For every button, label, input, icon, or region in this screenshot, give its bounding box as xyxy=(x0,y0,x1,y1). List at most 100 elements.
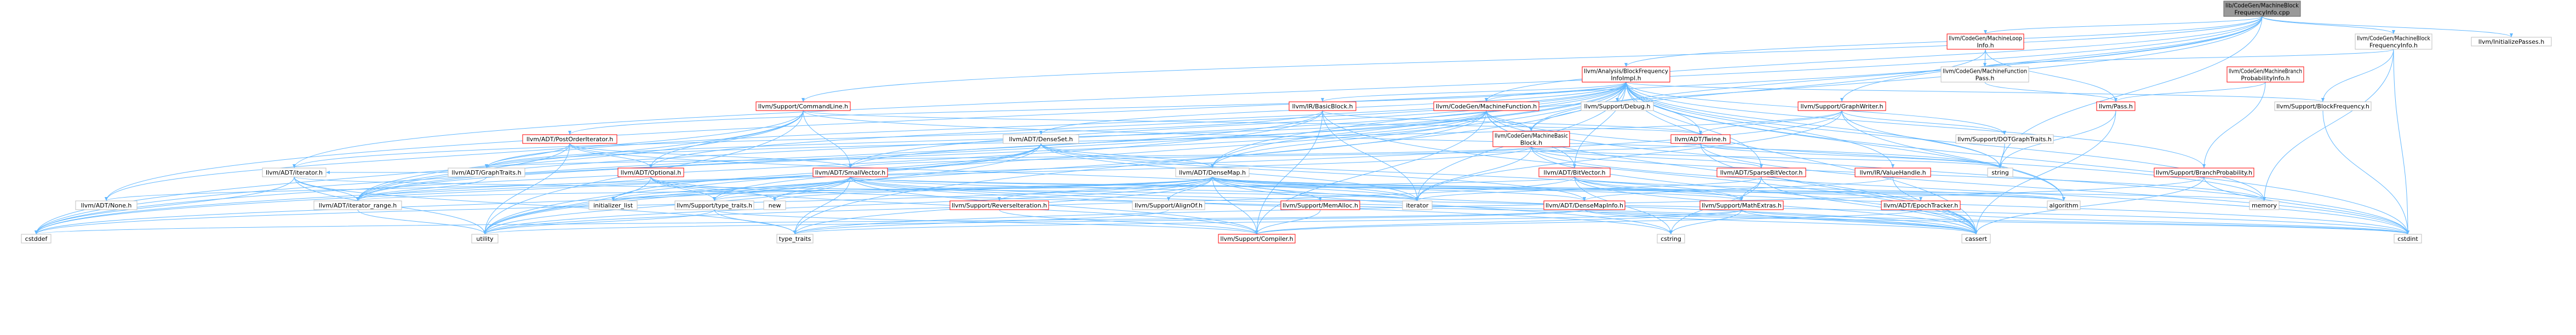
include-edge xyxy=(35,82,1627,235)
graph-node-valuehandle[interactable]: llvm/IR/ValueHandle.h xyxy=(1854,168,1931,177)
node-box xyxy=(313,200,402,210)
include-edge xyxy=(1212,176,1586,201)
graph-node-graphwriter[interactable]: llvm/Support/GraphWriter.h xyxy=(1798,101,1886,111)
graph-node-cstdint[interactable]: cstdint xyxy=(2394,234,2422,244)
graph-node-basicblock[interactable]: llvm/IR/BasicBlock.h xyxy=(1289,101,1356,111)
graph-node-adt-iter[interactable]: llvm/ADT/iterator.h xyxy=(262,168,327,177)
graph-node-densemap[interactable]: llvm/ADT/DenseMap.h xyxy=(1175,168,1250,177)
graph-node-dotgraph[interactable]: llvm/Support/DOTGraphTraits.h xyxy=(1955,134,2054,144)
include-edge xyxy=(485,143,570,169)
include-edge xyxy=(485,82,1627,169)
graph-node-algorithm[interactable]: algorithm xyxy=(2047,200,2081,210)
graph-node-bitvector[interactable]: llvm/ADT/BitVector.h xyxy=(1538,168,1611,177)
graph-node-revit[interactable]: llvm/Support/ReverseIteration.h xyxy=(949,200,1049,210)
graph-node-memory[interactable]: memory xyxy=(2249,200,2280,210)
node-box xyxy=(1798,101,1886,111)
graph-node-compiler[interactable]: llvm/Support/Compiler.h xyxy=(1218,234,1296,244)
graph-node-type-traits-h[interactable]: llvm/Support/type_traits.h xyxy=(674,200,754,210)
graph-node-utility[interactable]: utility xyxy=(471,234,499,244)
graph-node-iter-range[interactable]: llvm/ADT/iterator_range.h xyxy=(313,200,402,210)
include-edge xyxy=(356,176,1575,201)
include-edge xyxy=(483,176,1213,235)
graph-node-memalloc[interactable]: llvm/Support/MemAlloc.h xyxy=(1280,200,1360,210)
graph-node-debug[interactable]: llvm/Support/Debug.h xyxy=(1581,101,1654,111)
include-edge xyxy=(1741,209,1978,235)
graph-node-blockfreq[interactable]: llvm/Support/BlockFrequency.h xyxy=(2274,101,2372,111)
include-edge xyxy=(2202,82,2266,169)
include-edge xyxy=(2262,16,2513,38)
include-edge xyxy=(849,143,1701,169)
node-box xyxy=(755,101,851,111)
node-label: iterator xyxy=(1406,202,1429,209)
graph-node-init-list[interactable]: initializer_list xyxy=(588,200,638,210)
include-edge xyxy=(1416,110,1842,201)
graph-node-twine[interactable]: llvm/ADT/Twine.h xyxy=(1670,134,1731,144)
graph-node-optional[interactable]: llvm/ADT/Optional.h xyxy=(617,168,684,177)
include-edge xyxy=(1530,16,2263,132)
graph-node-poi[interactable]: llvm/ADT/PostOrderIterator.h xyxy=(522,134,617,144)
graph-node-init[interactable]: llvm/InitializePasses.h xyxy=(2471,37,2552,47)
include-edge xyxy=(293,16,2263,169)
node-box xyxy=(1132,200,1205,210)
include-edge xyxy=(105,16,2263,201)
graph-node-mf[interactable]: llvm/CodeGen/MachineFunction.h xyxy=(1433,101,1539,111)
graph-node-denseset[interactable]: llvm/ADT/DenseSet.h xyxy=(1003,134,1079,144)
include-edge xyxy=(1699,110,1842,135)
graph-node-iterator[interactable]: iterator xyxy=(1402,200,1433,210)
graph-node-densemapinfo[interactable]: llvm/ADT/DenseMapInfo.h xyxy=(1543,200,1625,210)
graph-node-type-traits[interactable]: type_traits xyxy=(776,234,814,244)
include-edge xyxy=(356,146,1532,201)
graph-node-mathextras[interactable]: llvm/Support/MathExtras.h xyxy=(1699,200,1784,210)
include-edge xyxy=(1574,176,2065,201)
graph-node-root: lib/CodeGen/MachineBlockFrequencyInfo.cp… xyxy=(2223,1,2301,17)
graph-node-cstddef[interactable]: cstddef xyxy=(21,234,51,244)
include-edge xyxy=(294,176,359,201)
graph-node-cmdline[interactable]: llvm/Support/CommandLine.h xyxy=(755,101,851,111)
include-edge xyxy=(483,110,1487,235)
include-edge xyxy=(483,209,1585,235)
include-edge xyxy=(293,110,1323,169)
include-edge xyxy=(849,82,1627,169)
include-edge xyxy=(569,143,652,169)
include-edge xyxy=(105,110,804,201)
node-box xyxy=(949,200,1049,210)
graph-node-branchprob[interactable]: llvm/Support/BranchProbability.h xyxy=(2154,168,2254,177)
graph-node-mbpi[interactable]: llvm/CodeGen/MachineBranchProbabilityInf… xyxy=(2226,66,2304,83)
graph-node-pass[interactable]: llvm/Pass.h xyxy=(2096,101,2136,111)
include-edge xyxy=(1322,110,1978,235)
include-edge xyxy=(483,143,570,235)
node-box xyxy=(75,200,138,210)
node-box xyxy=(2394,234,2422,244)
graph-node-none[interactable]: llvm/ADT/None.h xyxy=(75,200,138,210)
graph-node-cstring[interactable]: cstring xyxy=(1657,234,1685,244)
node-box xyxy=(1582,66,1670,83)
graph-node-cassert[interactable]: cassert xyxy=(1961,234,1991,244)
node-label: llvm/ADT/None.h xyxy=(81,202,132,209)
node-label: memory xyxy=(2252,202,2277,209)
node-label: FrequencyInfo.cpp xyxy=(2235,9,2290,16)
graph-node-string[interactable]: string xyxy=(1987,168,2013,177)
node-label: llvm/ADT/GraphTraits.h xyxy=(451,169,521,176)
graph-node-new[interactable]: new xyxy=(763,200,786,210)
node-box xyxy=(1280,200,1360,210)
graph-node-alignof[interactable]: llvm/Support/AlignOf.h xyxy=(1132,200,1205,210)
include-edge xyxy=(1841,110,2065,201)
node-box xyxy=(763,200,786,210)
include-edge xyxy=(803,110,2002,169)
graph-node-sparsebv[interactable]: llvm/ADT/SparseBitVector.h xyxy=(1716,168,1806,177)
include-edge xyxy=(2263,49,2394,201)
graph-node-epoch[interactable]: llvm/ADT/EpochTracker.h xyxy=(1881,200,1961,210)
include-edge xyxy=(35,176,851,235)
node-box xyxy=(2249,200,2280,210)
node-box xyxy=(2355,33,2432,50)
include-edge xyxy=(1212,176,1258,235)
graph-node-smallvector[interactable]: llvm/ADT/SmallVector.h xyxy=(812,168,888,177)
node-label: type_traits xyxy=(779,235,811,242)
include-edge xyxy=(1584,209,1978,235)
graph-node-graphtraits[interactable]: llvm/ADT/GraphTraits.h xyxy=(448,168,525,177)
